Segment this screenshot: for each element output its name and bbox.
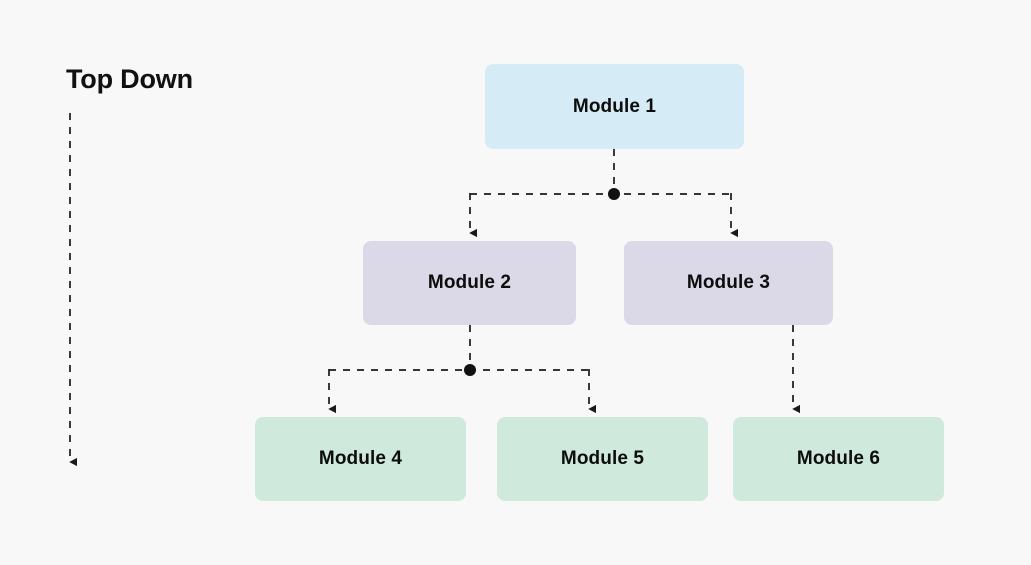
- node-module-4[interactable]: Module 4: [255, 417, 466, 501]
- node-label-module-6: Module 6: [796, 448, 881, 469]
- node-label-module-4: Module 4: [318, 448, 403, 469]
- node-module-5[interactable]: Module 5: [497, 417, 708, 501]
- node-module-2[interactable]: Module 2: [363, 241, 576, 325]
- node-label-module-1: Module 1: [572, 95, 657, 117]
- node-module-1[interactable]: Module 1: [485, 64, 744, 149]
- junction-dot-1: [608, 188, 620, 200]
- junction-dot-2: [464, 364, 476, 376]
- node-label-module-3: Module 3: [686, 272, 771, 293]
- node-module-3[interactable]: Module 3: [624, 241, 833, 325]
- node-label-module-2: Module 2: [427, 272, 512, 293]
- flow-direction-label: Top Down: [66, 64, 193, 94]
- node-module-6[interactable]: Module 6: [733, 417, 944, 501]
- node-label-module-5: Module 5: [560, 448, 645, 469]
